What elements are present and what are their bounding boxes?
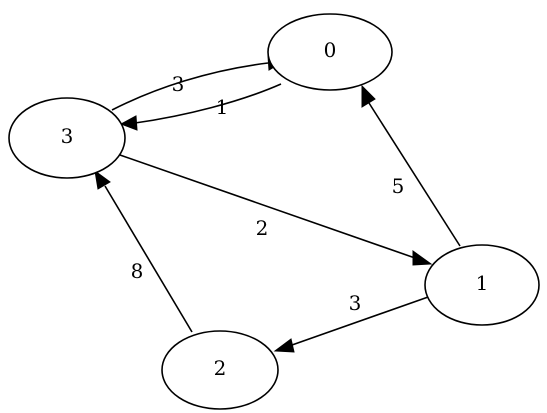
edge-0-to-3: 1 [119, 83, 282, 131]
edge-weight-0-to-3: 1 [216, 95, 229, 119]
node-label-0: 0 [324, 38, 337, 62]
edge-weight-3-to-1: 2 [256, 216, 269, 240]
edge-weight-3-to-0: 3 [172, 72, 185, 96]
node-1: 1 [424, 244, 540, 326]
edge-3-to-0: 3 [111, 55, 286, 111]
edge-weight-1-to-0: 5 [392, 174, 405, 198]
edge-3-to-1: 2 [119, 154, 433, 266]
node-label-2: 2 [214, 356, 227, 380]
node-0: 0 [267, 13, 393, 91]
edge-2-to-3: 8 [94, 169, 193, 333]
node-label-3: 3 [61, 124, 74, 148]
node-label-1: 1 [476, 271, 489, 295]
edge-weight-2-to-3: 8 [131, 259, 144, 283]
node-3: 3 [8, 97, 126, 179]
node-2: 2 [161, 330, 279, 410]
edge-1-to-0: 5 [361, 84, 461, 247]
edge-1-to-2: 3 [273, 291, 432, 353]
edge-weight-1-to-2: 3 [349, 291, 362, 315]
